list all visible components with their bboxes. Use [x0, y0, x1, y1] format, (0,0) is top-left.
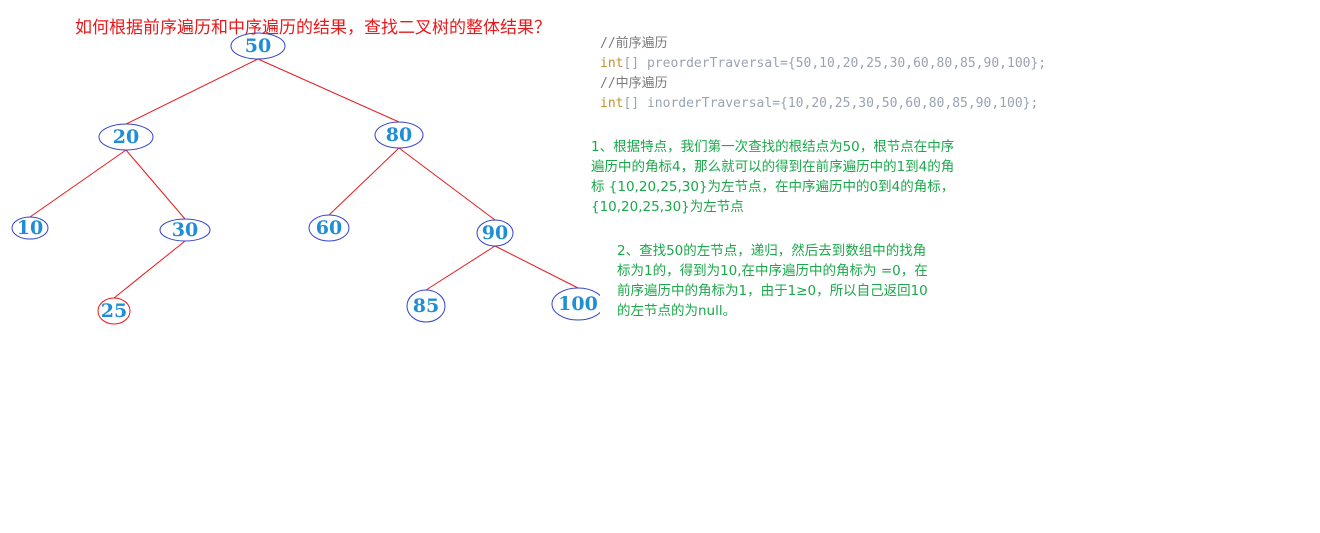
code-keyword: int	[600, 56, 624, 71]
code-keyword: int	[600, 96, 624, 111]
node-outline	[97, 297, 131, 325]
tree-node-100: 100	[551, 287, 600, 321]
tree-node-20: 20	[98, 123, 154, 151]
tree-node-85: 85	[406, 289, 446, 323]
node-outline	[308, 214, 350, 242]
tree-node-60: 60	[308, 214, 350, 242]
code-rest: [] preorderTraversal={50,10,20,25,30,60,…	[623, 56, 1047, 71]
node-outline	[230, 32, 286, 60]
tree-edge-n30-n25	[113, 240, 186, 299]
tree-node-30: 30	[159, 218, 211, 242]
code-comment-preorder: //前序遍历	[600, 36, 668, 51]
node-label: 50	[245, 35, 271, 57]
code-rest: [] inorderTraversal={10,20,25,30,50,60,8…	[623, 96, 1039, 111]
node-label: 20	[113, 126, 139, 148]
node-label: 90	[482, 222, 508, 244]
code-line-inorder: int[] inorderTraversal={10,20,25,30,50,6…	[600, 94, 1046, 114]
tree-nodes: 50 20 80 10 30 60 90 25 85 100	[11, 32, 600, 325]
tree-edge-n90-n100	[494, 245, 579, 289]
code-block: //前序遍历 int[] preorderTraversal={50,10,20…	[600, 34, 1046, 114]
tree-edges	[29, 58, 579, 299]
tree-node-50: 50	[230, 32, 286, 60]
tree-node-90: 90	[476, 219, 514, 247]
tree-node-10: 10	[11, 216, 49, 240]
tree-edge-n20-n30	[125, 149, 186, 220]
diagram-title: 如何根据前序遍历和中序遍历的结果，查找二叉树的整体结果？	[75, 18, 551, 38]
code-comment-inorder: //中序遍历	[600, 76, 668, 91]
explanation-note-2: 2、查找50的左节点，递归，然后去到数组中的找角标为1的，得到为10,在中序遍历…	[617, 243, 928, 319]
node-outline	[374, 121, 424, 149]
node-label: 25	[101, 300, 127, 322]
node-outline	[406, 289, 446, 323]
tree-edge-n50-n20	[125, 58, 259, 125]
node-outline	[551, 287, 600, 321]
binary-tree: 50 20 80 10 30 60 90 25 85 100	[11, 32, 600, 325]
tree-edge-n50-n80	[257, 58, 400, 123]
node-outline	[98, 123, 154, 151]
node-label: 100	[558, 293, 598, 315]
node-label: 30	[172, 219, 198, 241]
node-label: 60	[316, 217, 342, 239]
node-outline	[159, 218, 211, 242]
tree-edge-n80-n60	[328, 147, 400, 216]
tree-node-25: 25	[97, 297, 131, 325]
tree-node-80: 80	[374, 121, 424, 149]
tree-edge-n90-n85	[425, 245, 496, 291]
explanation-note-1: 1、根据特点，我们第一次查找的根结点为50，根节点在中序遍历中的角标4，那么就可…	[591, 139, 955, 215]
code-line-preorder: int[] preorderTraversal={50,10,20,25,30,…	[600, 54, 1046, 74]
node-label: 80	[386, 124, 412, 146]
tree-edge-n80-n90	[398, 147, 496, 221]
node-label: 85	[413, 295, 439, 317]
node-label: 10	[17, 217, 43, 239]
tree-edge-n20-n10	[29, 149, 127, 218]
node-outline	[11, 216, 49, 240]
node-outline	[476, 219, 514, 247]
